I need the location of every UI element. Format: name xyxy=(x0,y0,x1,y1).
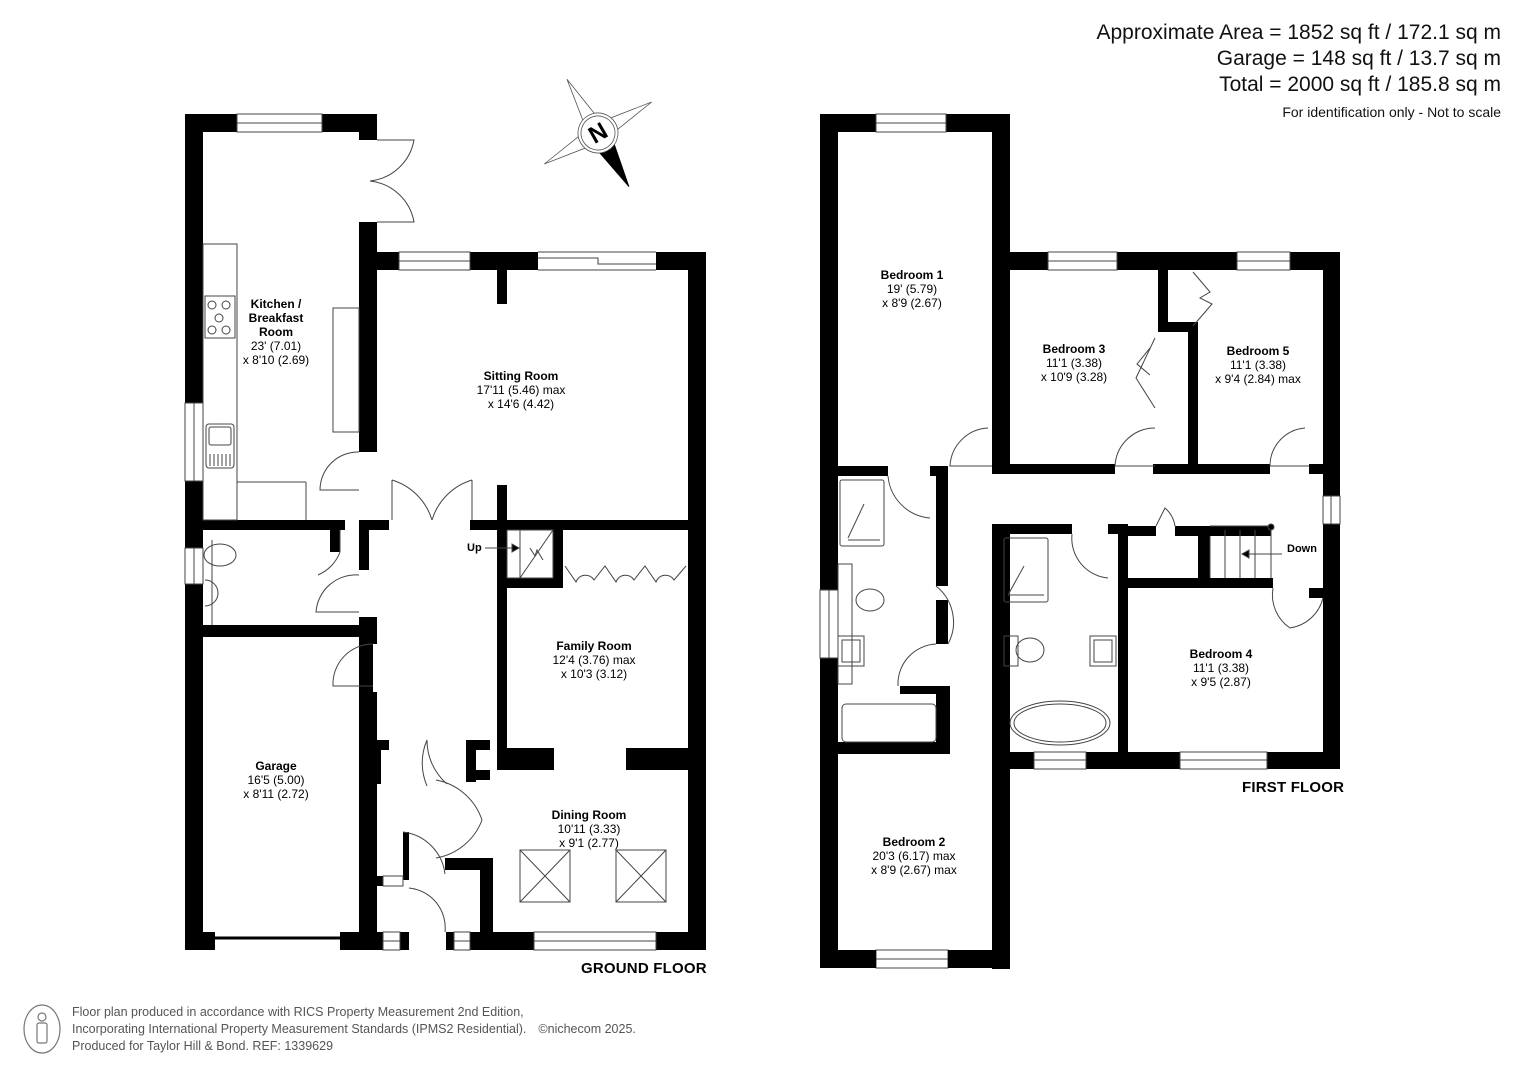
room-bedroom-4: Bedroom 4 11'1 (3.38) x 9'5 (2.87) xyxy=(1189,647,1253,689)
room-sitting-room: Sitting Room 17'11 (5.46) max x 14'6 (4.… xyxy=(476,369,566,411)
room-kitchen-breakfast: Kitchen / Breakfast Room 23' (7.01) x 8'… xyxy=(242,297,310,367)
footer-line-1: Floor plan produced in accordance with R… xyxy=(72,1004,524,1019)
ground-floor-plan xyxy=(185,114,706,950)
room-bedroom-2: Bedroom 2 20'3 (6.17) max x 8'9 (2.67) m… xyxy=(871,835,957,877)
room-bedroom-5: Bedroom 5 11'1 (3.38) x 9'4 (2.84) max xyxy=(1215,344,1301,386)
north-compass-icon: N xyxy=(544,79,652,187)
room-garage: Garage 16'5 (5.00) x 8'11 (2.72) xyxy=(243,759,309,801)
total-area: Total = 2000 sq ft / 185.8 sq m xyxy=(1219,73,1501,96)
room-bedroom-1: Bedroom 1 19' (5.79) x 8'9 (2.67) xyxy=(880,268,944,310)
footer: Floor plan produced in accordance with R… xyxy=(22,1003,636,1055)
garage-area: Garage = 148 sq ft / 13.7 sq m xyxy=(1216,47,1501,70)
copyright: ©nichecom 2025. xyxy=(538,1021,636,1036)
room-family-room: Family Room 12'4 (3.76) max x 10'3 (3.12… xyxy=(552,639,636,681)
footer-line-3: Produced for Taylor Hill & Bond. REF: 13… xyxy=(72,1038,334,1053)
approximate-area: Approximate Area = 1852 sq ft / 172.1 sq… xyxy=(1096,21,1502,44)
stairs-down-label: Down xyxy=(1287,543,1317,555)
room-bedroom-3: Bedroom 3 11'1 (3.38) x 10'9 (3.28) xyxy=(1040,342,1108,384)
person-icon xyxy=(23,1004,61,1054)
first-floor-details xyxy=(819,113,1341,969)
footer-line-2: Incorporating International Property Mea… xyxy=(72,1021,636,1036)
room-dining-room: Dining Room 10'11 (3.33) x 9'1 (2.77) xyxy=(551,808,627,850)
area-summary: Approximate Area = 1852 sq ft / 172.1 sq… xyxy=(1097,20,1502,122)
stairs-up-label: Up xyxy=(467,542,482,554)
first-floor-title: FIRST FLOOR xyxy=(1242,779,1345,796)
ground-floor-title: GROUND FLOOR xyxy=(581,960,707,977)
ground-floor-details xyxy=(184,113,687,951)
bedroom-2-walls xyxy=(820,754,1010,968)
first-floor-plan xyxy=(820,114,1340,969)
scale-note: For identification only - Not to scale xyxy=(1282,104,1501,120)
